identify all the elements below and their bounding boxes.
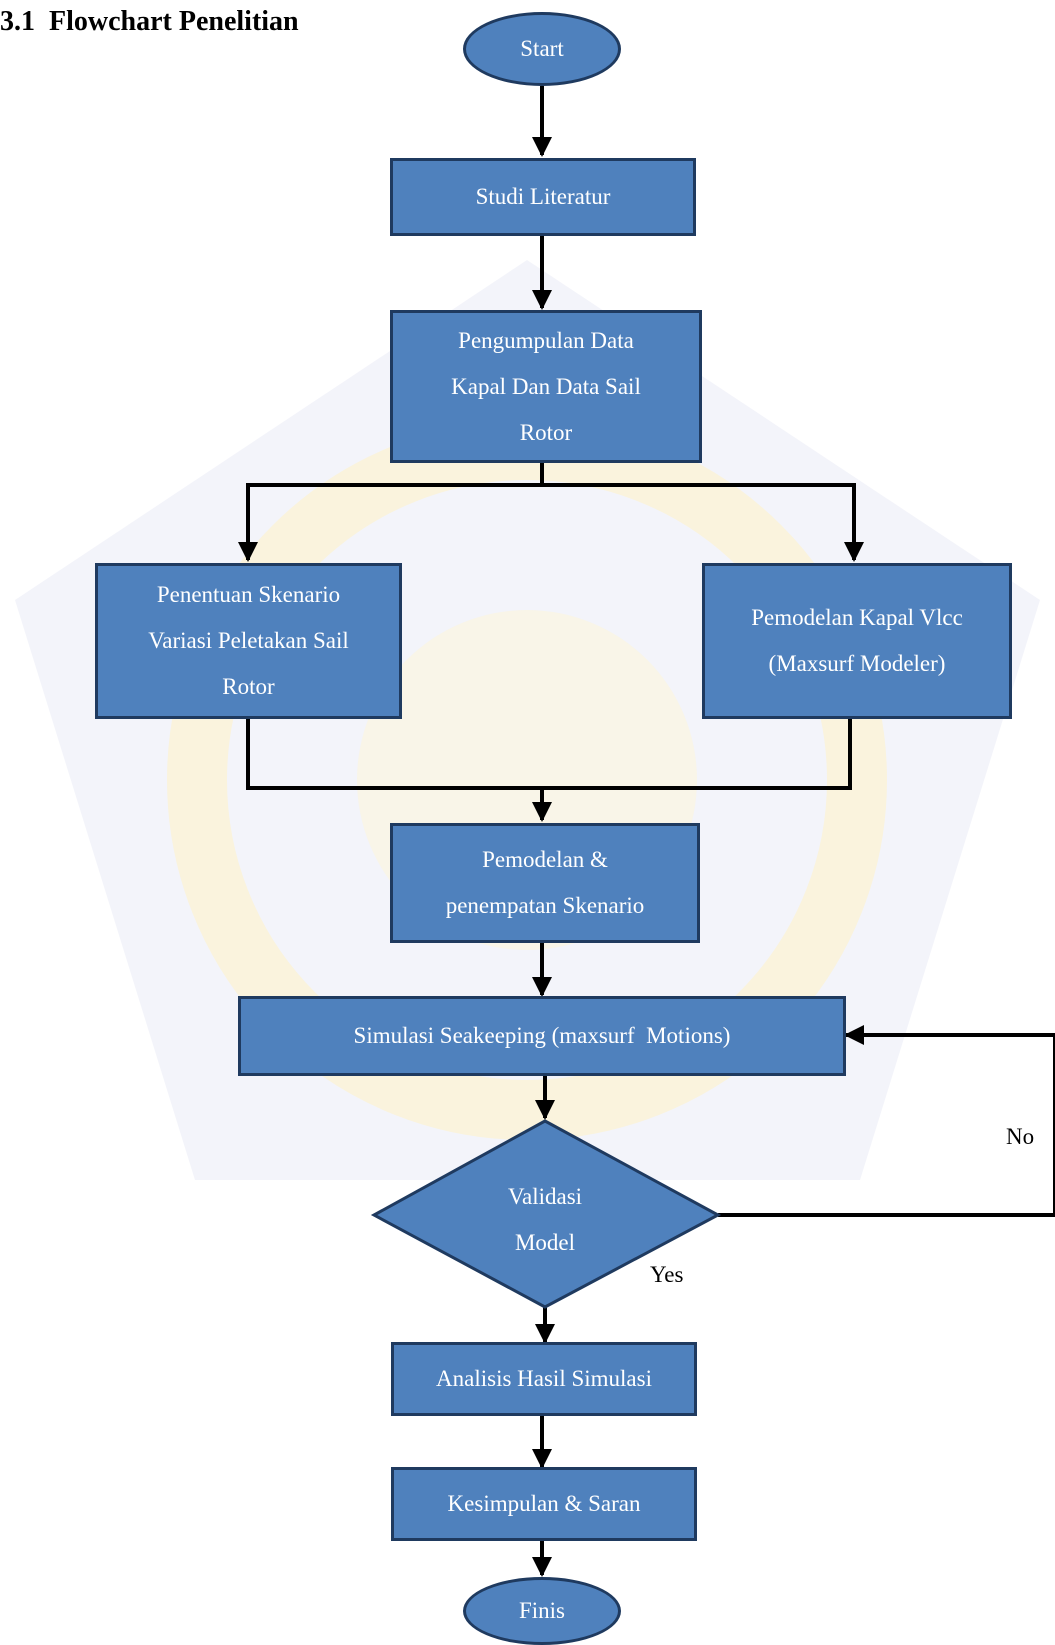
finis-node: Finis — [463, 1577, 621, 1645]
pemodelan-skenario-box: Pemodelan & penempatan Skenario — [390, 823, 700, 943]
studi-literatur-box: Studi Literatur — [390, 158, 696, 236]
analisis-hasil-box: Analisis Hasil Simulasi — [391, 1342, 697, 1416]
pemodelan-kapal-box: Pemodelan Kapal Vlcc (Maxsurf Modeler) — [702, 563, 1012, 719]
yes-label: Yes — [650, 1262, 684, 1287]
section-number: 3.1 — [0, 6, 35, 37]
connector-join-left — [246, 717, 542, 790]
section-heading: 3.1 Flowchart Penelitian — [0, 6, 299, 38]
connector-split-right — [542, 483, 864, 562]
validasi-diamond — [370, 1119, 722, 1309]
connector-join-right — [542, 717, 852, 790]
start-node: Start — [463, 12, 621, 86]
section-title: Flowchart Penelitian — [49, 6, 299, 37]
connector-split — [238, 463, 544, 562]
no-label: No — [1006, 1124, 1035, 1149]
penentuan-skenario-box: Penentuan Skenario Variasi Peletakan Sai… — [95, 563, 402, 719]
kesimpulan-saran-box: Kesimpulan & Saran — [391, 1467, 697, 1541]
validasi-model-label: Validasi Model — [507, 1184, 583, 1255]
simulasi-seakeeping-box: Simulasi Seakeeping (maxsurf Motions) — [238, 996, 846, 1076]
arrow-no-loop — [718, 1025, 1055, 1217]
pengumpulan-data-box: Pengumpulan Data Kapal Dan Data Sail Rot… — [390, 310, 702, 463]
